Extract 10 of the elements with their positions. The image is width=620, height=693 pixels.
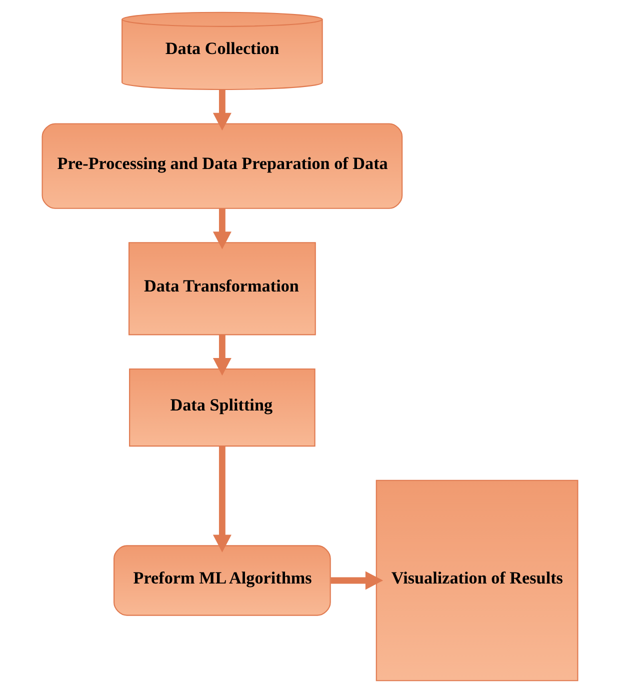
arrow xyxy=(212,334,232,376)
arrow xyxy=(330,571,384,590)
arrow xyxy=(212,90,232,131)
arrow xyxy=(212,446,232,552)
arrow xyxy=(212,208,232,250)
node-box: Data Splitting xyxy=(129,368,316,447)
node-box: Pre-Processing and Data Preparation of Data xyxy=(42,123,403,209)
node-box: Visualization of Results xyxy=(376,480,578,682)
node-box: Preform ML Algorithms xyxy=(114,545,331,616)
node-box: Data Transformation xyxy=(128,242,316,336)
